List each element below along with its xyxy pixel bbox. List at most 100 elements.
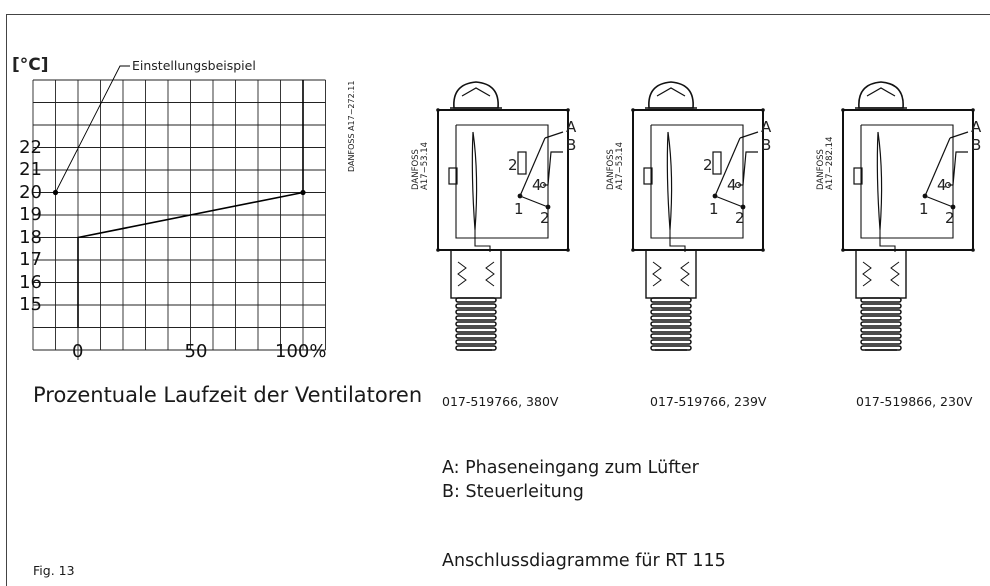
legend-a: A: Phaseneingang zum Lüfter — [442, 458, 699, 478]
terminal-4-dot — [735, 182, 741, 188]
terminal-4-dot — [945, 182, 951, 188]
neck-thread — [652, 261, 662, 287]
legend-b: B: Steuerleitung — [442, 482, 584, 502]
wiring-diagram-2 — [631, 81, 765, 351]
contact-line-b — [738, 151, 758, 186]
terminal-1-dot — [922, 193, 928, 199]
terminal-2-label: 2 — [540, 209, 550, 227]
lead-a — [544, 131, 564, 139]
contact-line-b — [948, 151, 968, 186]
terminal-1-label: 1 — [514, 200, 524, 218]
corner-dot — [841, 248, 845, 252]
coil-turn — [650, 297, 692, 303]
x-tick-label: 50 — [184, 341, 208, 362]
y-tick-label: 16 — [19, 271, 42, 293]
coil-turn — [650, 339, 692, 345]
contact-line-2 — [519, 195, 549, 208]
series-line — [77, 80, 304, 328]
coil-turn — [455, 309, 497, 315]
coil-turn — [650, 327, 692, 333]
coil-turn — [650, 303, 692, 309]
coil-turn — [455, 297, 497, 303]
coil-turn — [455, 303, 497, 309]
coil-turn — [860, 309, 902, 315]
corner-dot — [761, 248, 765, 252]
terminal-2-label: 2 — [945, 209, 955, 227]
capillary — [669, 230, 686, 252]
coil-turn — [860, 315, 902, 321]
y-unit-label: [°C] — [12, 55, 49, 75]
wiring-diagram-1 — [436, 81, 570, 351]
contact-line-a — [519, 137, 546, 197]
terminal-4-label: 4 — [532, 176, 542, 194]
terminal-4-label: 4 — [937, 176, 947, 194]
diagram-code-label: DANFOSS A17−53.14 — [411, 141, 430, 190]
page-frame — [6, 14, 990, 586]
lead-a — [739, 131, 759, 139]
y-tick-label: 22 — [19, 136, 42, 158]
coil-turn — [860, 303, 902, 309]
contact-line-b — [543, 151, 563, 186]
terminal-a-label: A — [566, 118, 577, 136]
terminal-b-label: B — [566, 136, 577, 154]
terminal-4-label: 4 — [727, 176, 737, 194]
chart-caption: Prozentuale Laufzeit der Ventilatoren — [33, 383, 423, 407]
resistor-left — [643, 167, 653, 185]
y-tick-label: 20 — [19, 181, 42, 203]
diagram-code-label: DANFOSS A17−282.14 — [816, 136, 835, 191]
terminal-2-label: 2 — [735, 209, 745, 227]
diagram-code-label: DANFOSS A17−53.14 — [606, 141, 625, 190]
knob — [453, 81, 499, 109]
corner-dot — [971, 248, 975, 252]
housing — [437, 109, 569, 251]
coil-turn — [455, 339, 497, 345]
y-tick-label: 21 — [19, 159, 42, 180]
contact-line-a — [714, 137, 741, 197]
part-label-2: 017-519766, 239V — [650, 394, 767, 409]
housing — [842, 109, 974, 251]
corner-dot — [971, 108, 975, 112]
housing — [632, 109, 764, 251]
sensor-bulb — [471, 131, 478, 231]
neck-thread — [485, 261, 495, 287]
neck-thread — [680, 261, 690, 287]
terminal-2-dot — [740, 204, 746, 210]
resistor-left — [853, 167, 863, 185]
coil-turn — [455, 327, 497, 333]
terminal-1-label: 1 — [919, 200, 929, 218]
annotation-leader — [55, 65, 130, 193]
coil-turn — [650, 333, 692, 339]
terminal-1-dot — [517, 193, 523, 199]
knob — [858, 81, 904, 109]
part-label-3: 017-519866, 230V — [856, 394, 973, 409]
knob — [648, 81, 694, 109]
terminal-1-dot — [712, 193, 718, 199]
terminal-4-dot — [540, 182, 546, 188]
chart-annotation-label: Einstellungsbeispiel — [132, 58, 256, 73]
lead-a — [949, 131, 969, 139]
coil-turn — [455, 321, 497, 327]
figure-number: Fig. 13 — [33, 563, 75, 578]
corner-dot — [566, 108, 570, 112]
inner-frame — [455, 124, 549, 239]
coil-turn — [650, 321, 692, 327]
corner-dot — [631, 248, 635, 252]
terminal-b-label: B — [761, 136, 772, 154]
heater-label: 2 — [508, 156, 518, 174]
y-tick-label: 15 — [19, 294, 42, 315]
inner-frame — [650, 124, 744, 239]
y-tick-label: 18 — [19, 226, 42, 248]
sensor-bulb — [876, 131, 883, 231]
y-tick-label: 19 — [19, 204, 42, 225]
capillary — [474, 230, 491, 252]
corner-dot — [841, 108, 845, 112]
knob-detail — [866, 87, 896, 97]
diagram-title: Anschlussdiagramme für RT 115 — [442, 551, 726, 571]
coil-turn — [455, 333, 497, 339]
neck-thread — [457, 261, 467, 287]
capillary — [879, 230, 896, 252]
terminal-a-label: A — [761, 118, 772, 136]
corner-dot — [436, 248, 440, 252]
corner-dot — [761, 108, 765, 112]
